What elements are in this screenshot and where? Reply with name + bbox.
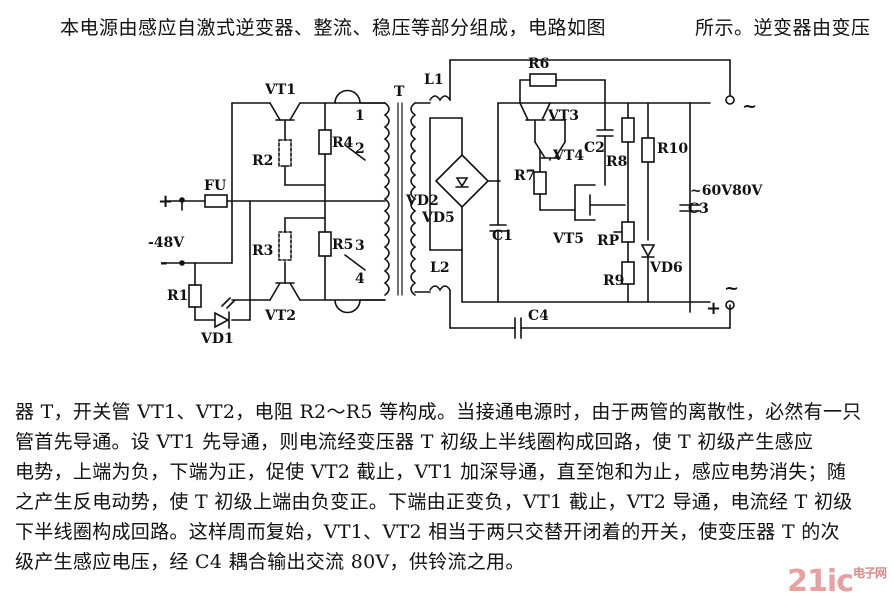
intro-text-left: 本电源由感应自激式逆变器、整流、稳压等部分组成，电路如图 <box>60 17 607 39</box>
paragraph-line: 管首先导通。设 VT1 先导通，则电流经变压器 T 初级上半线圈构成回路，使 T… <box>15 431 814 453</box>
label-c1: C1 <box>492 228 513 244</box>
label-vt5: VT5 <box>552 231 584 247</box>
label-tilde-bottom: ~ <box>724 278 739 299</box>
label-r6: R6 <box>528 56 549 72</box>
paragraph-line: 下半线圈构成回路。这样周而复始，VT1、VT2 相当于两只交替开闭着的开关，使变… <box>15 521 840 543</box>
label-minus-input: - <box>160 252 167 273</box>
label-fu: FU <box>204 178 226 194</box>
label-c2: C2 <box>584 140 605 156</box>
label-rp: RP <box>597 233 620 249</box>
label-vt4: VT4 <box>552 148 584 164</box>
label-48v: -48V <box>148 235 185 251</box>
label-l1: L1 <box>424 72 444 88</box>
label-tap-2: 2 <box>355 141 365 157</box>
label-r3: R3 <box>252 243 273 259</box>
label-l2: L2 <box>430 260 450 276</box>
intro-text-right: 所示。逆变器由变压 <box>695 17 871 39</box>
label-c3: C3 <box>688 201 709 217</box>
label-tap-4: 4 <box>355 271 365 287</box>
label-r10: R10 <box>657 141 688 157</box>
description-paragraph: 器 T，开关管 VT1、VT2，电阻 R2～R5 等构成。当接通电源时，由于两管… <box>15 397 885 577</box>
paragraph-line: 级产生感应电压，经 C4 耦合输出交流 80V，供铃流之用。 <box>15 551 525 573</box>
circuit-diagram: VT1 VT2 VT3 VT4 VT5 T L1 L2 R1 R2 R3 R4 … <box>148 56 764 347</box>
label-r1: R1 <box>167 288 188 304</box>
watermark-logo: 21ic电子网 <box>787 564 887 599</box>
label-vd1: VD1 <box>200 331 234 347</box>
label-vt3: VT3 <box>547 108 579 124</box>
label-c4: C4 <box>528 308 549 324</box>
paragraph-line: 之产生反电动势，使 T 初级上端由负变正。下端由正变负，VT1 截止，VT2 导… <box>15 491 853 513</box>
label-r8: R8 <box>606 154 627 170</box>
label-r4: R4 <box>332 135 354 151</box>
label-vd5: VD5 <box>421 210 455 226</box>
watermark-small-text: 电子网 <box>852 566 887 580</box>
label-vd2: VD2 <box>405 193 439 209</box>
paragraph-line: 器 T，开关管 VT1、VT2，电阻 R2～R5 等构成。当接通电源时，由于两管… <box>15 401 862 423</box>
label-r5: R5 <box>332 237 353 253</box>
label-r9: R9 <box>603 273 624 289</box>
label-r7: R7 <box>514 168 535 184</box>
label-tap-3: 3 <box>355 238 365 254</box>
label-plus-output: + <box>706 298 721 319</box>
label-t: T <box>394 84 405 100</box>
label-vt1: VT1 <box>264 82 296 98</box>
label-tilde-top: ~ <box>742 96 757 117</box>
label-plus-input: + <box>158 191 173 212</box>
label-60v80v: ~60V80V <box>690 183 764 199</box>
label-vt2: VT2 <box>264 308 296 324</box>
paragraph-line: 电势，上端为负，下端为正，促使 VT2 截止，VT1 加深导通，直至饱和为止，感… <box>15 461 847 483</box>
watermark-text: 21ic <box>787 564 854 599</box>
label-vd6: VD6 <box>649 260 683 276</box>
label-tap-1: 1 <box>355 108 365 124</box>
label-r2: R2 <box>252 153 273 169</box>
